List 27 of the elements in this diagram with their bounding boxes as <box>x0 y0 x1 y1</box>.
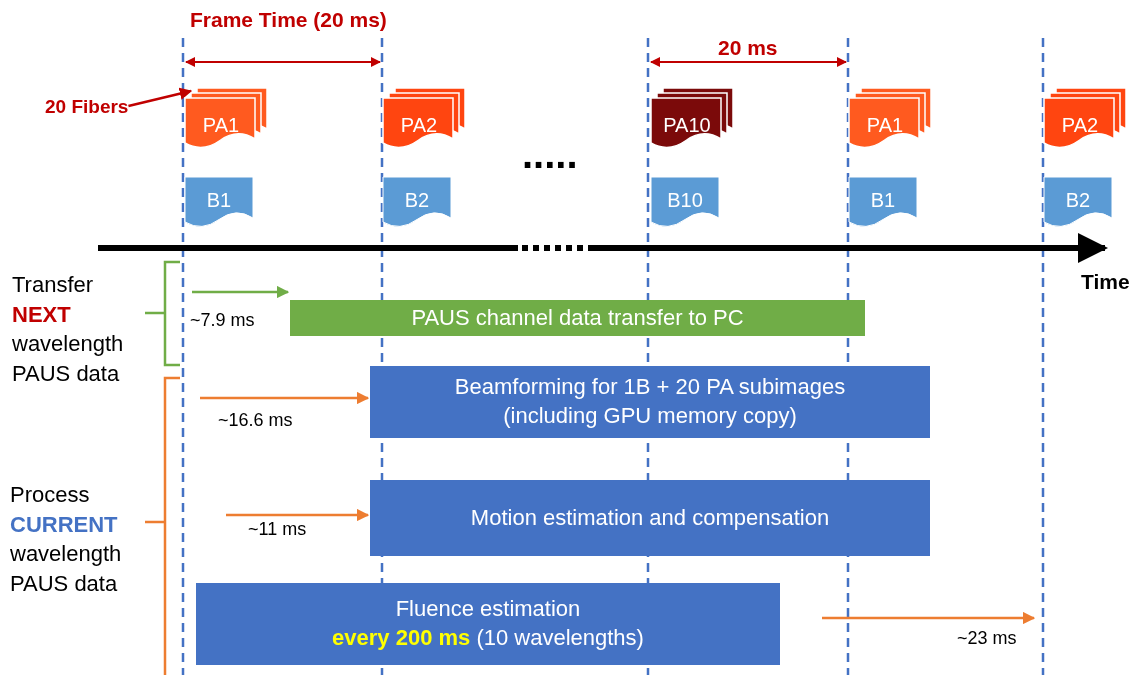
leader-arrow <box>128 87 193 108</box>
axis-label: Time <box>1081 270 1130 294</box>
dimension-label: Frame Time (20 ms) <box>190 8 387 32</box>
task-bar: PAUS channel data transfer to PC <box>290 300 865 336</box>
bar-note: every 200 ms (10 wavelengths) <box>332 624 644 652</box>
document-shape: B1 <box>185 177 253 227</box>
duration-arrow <box>192 285 290 299</box>
task-bar <box>196 583 780 665</box>
document-shape: B2 <box>383 177 451 227</box>
duration-arrow <box>200 391 370 405</box>
duration-label: ~23 ms <box>957 628 1017 649</box>
duration-label: ~11 ms <box>248 519 307 540</box>
task-bar: Motion estimation and compensation <box>370 480 930 556</box>
document-shape: B10 <box>651 177 719 227</box>
callout-text: 20 Fibers <box>45 96 129 118</box>
side-note: Transfer NEXT wavelength PAUS data <box>12 271 125 389</box>
duration-label: ~16.6 ms <box>218 410 293 431</box>
duration-arrow <box>226 508 370 522</box>
duration-arrow <box>822 611 1036 625</box>
document-shape: B2 <box>1044 177 1112 227</box>
ellipsis: ..... <box>522 132 578 177</box>
side-note: Process CURRENT wavelength PAUS data <box>10 481 123 599</box>
task-bar: Beamforming for 1B + 20 PA subimages (including GPU memory copy) <box>370 366 930 438</box>
duration-label: ~7.9 ms <box>190 310 255 331</box>
document-shape: B1 <box>849 177 917 227</box>
bar-title: Fluence estimation <box>395 595 581 624</box>
dimension-label: 20 ms <box>718 36 778 60</box>
